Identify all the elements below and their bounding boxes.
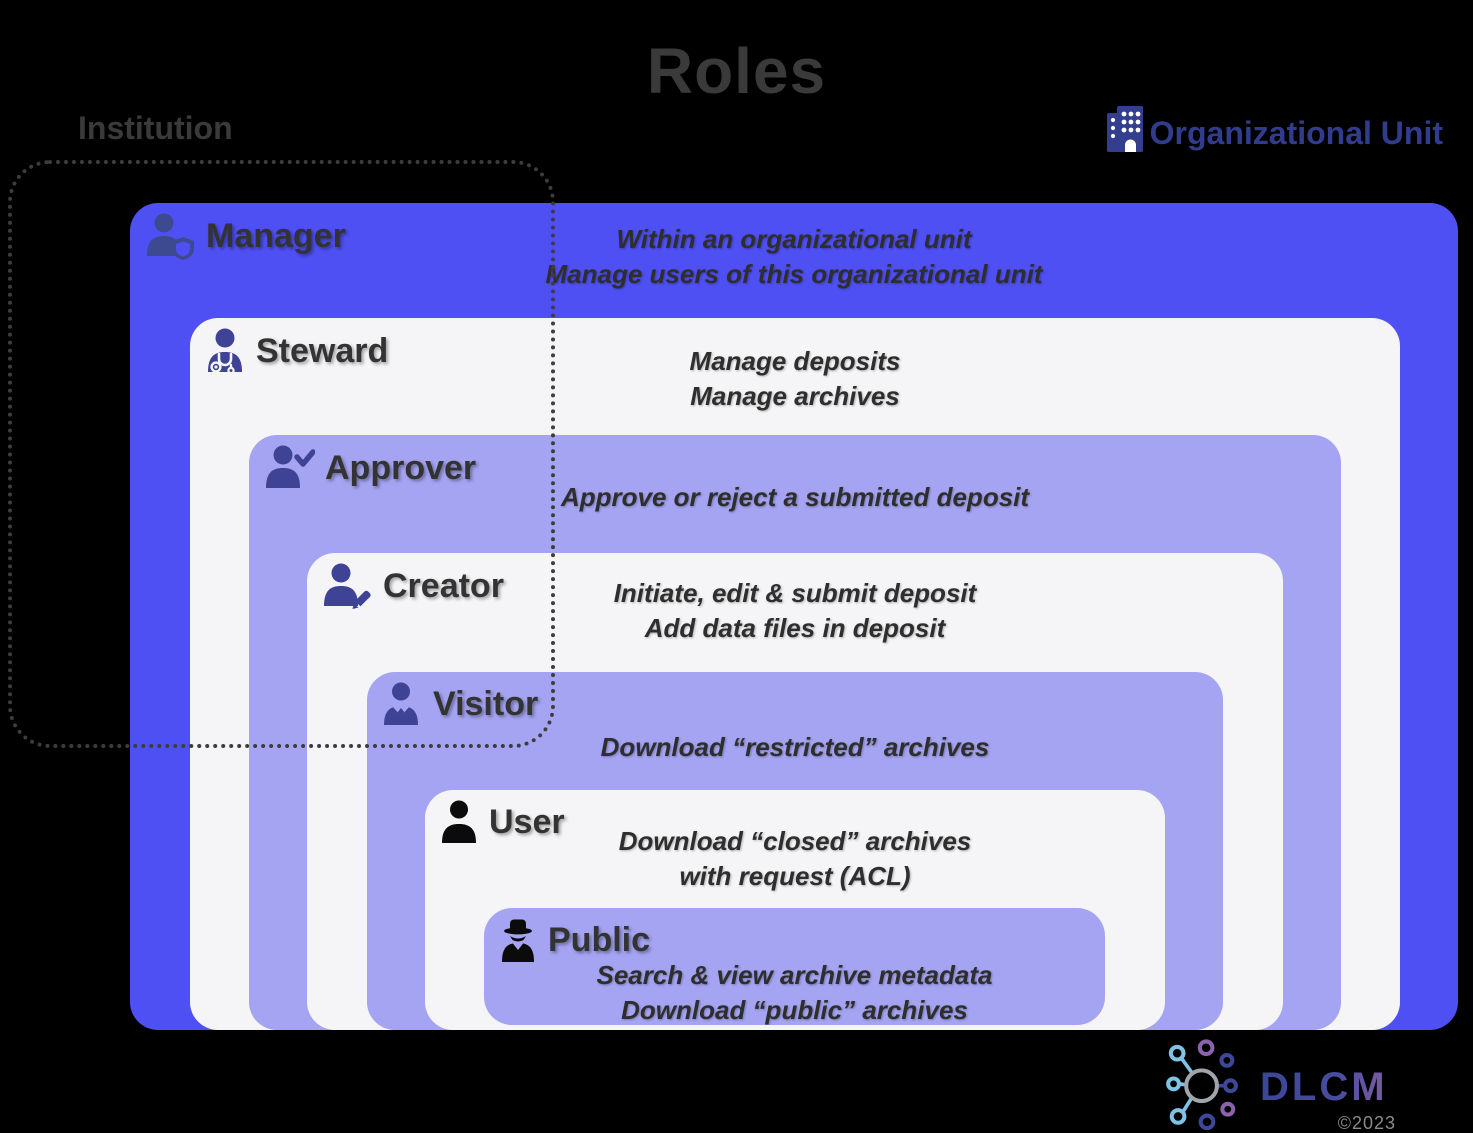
dlcm-network-icon [1160, 1036, 1254, 1133]
building-icon [1106, 106, 1147, 160]
organizational-unit-label: Organizational Unit [1106, 106, 1443, 160]
creator-role-label: Creator [383, 566, 504, 605]
user-person-icon [439, 799, 479, 845]
creator-role-description: Initiate, edit & submit deposit Add data… [613, 578, 977, 643]
visitor-role-label: Visitor [433, 684, 539, 723]
approver-role-header: Approver [263, 444, 476, 492]
creator-pencil-person-icon [321, 562, 373, 610]
institution-label: Institution [78, 110, 233, 146]
organizational-unit-text: Organizational Unit [1149, 114, 1443, 151]
dlcm-wordmark-text: DLCM [1260, 1065, 1388, 1109]
public-incognito-icon [498, 917, 538, 963]
public-box: Public Search & view archive metadata Do… [484, 908, 1105, 1025]
user-role-description: Download “closed” archives with request … [618, 826, 972, 891]
dlcm-wordmark: DLCM [1260, 1065, 1388, 1109]
public-role-header: Public [498, 917, 650, 963]
steward-medic-person-icon [204, 327, 246, 375]
user-role-header: User [439, 799, 565, 845]
manager-shield-person-icon [144, 212, 196, 260]
steward-role-label: Steward [256, 331, 389, 370]
manager-role-header: Manager [144, 212, 346, 260]
visitor-tie-person-icon [381, 681, 423, 727]
public-role-label: Public [548, 920, 651, 959]
user-role-label: User [489, 802, 565, 841]
public-role-description: Search & view archive metadata Download … [596, 960, 993, 1025]
visitor-role-description: Download “restricted” archives [600, 732, 990, 762]
copyright-text: ©2023 [1337, 1113, 1396, 1133]
approver-role-description: Approve or reject a submitted deposit [560, 482, 1030, 512]
dlcm-logo: DLCM ©2023 [1160, 1036, 1400, 1133]
steward-role-header: Steward [204, 327, 388, 375]
approver-role-label: Approver [325, 448, 477, 487]
steward-role-description: Manage deposits Manage archives [689, 346, 901, 411]
approver-check-person-icon [263, 444, 315, 492]
manager-role-label: Manager [206, 216, 346, 255]
manager-role-description: Within an organizational unit Manage use… [545, 224, 1043, 289]
creator-role-header: Creator [321, 562, 504, 610]
visitor-role-header: Visitor [381, 681, 538, 727]
page-title: Roles [646, 35, 827, 107]
